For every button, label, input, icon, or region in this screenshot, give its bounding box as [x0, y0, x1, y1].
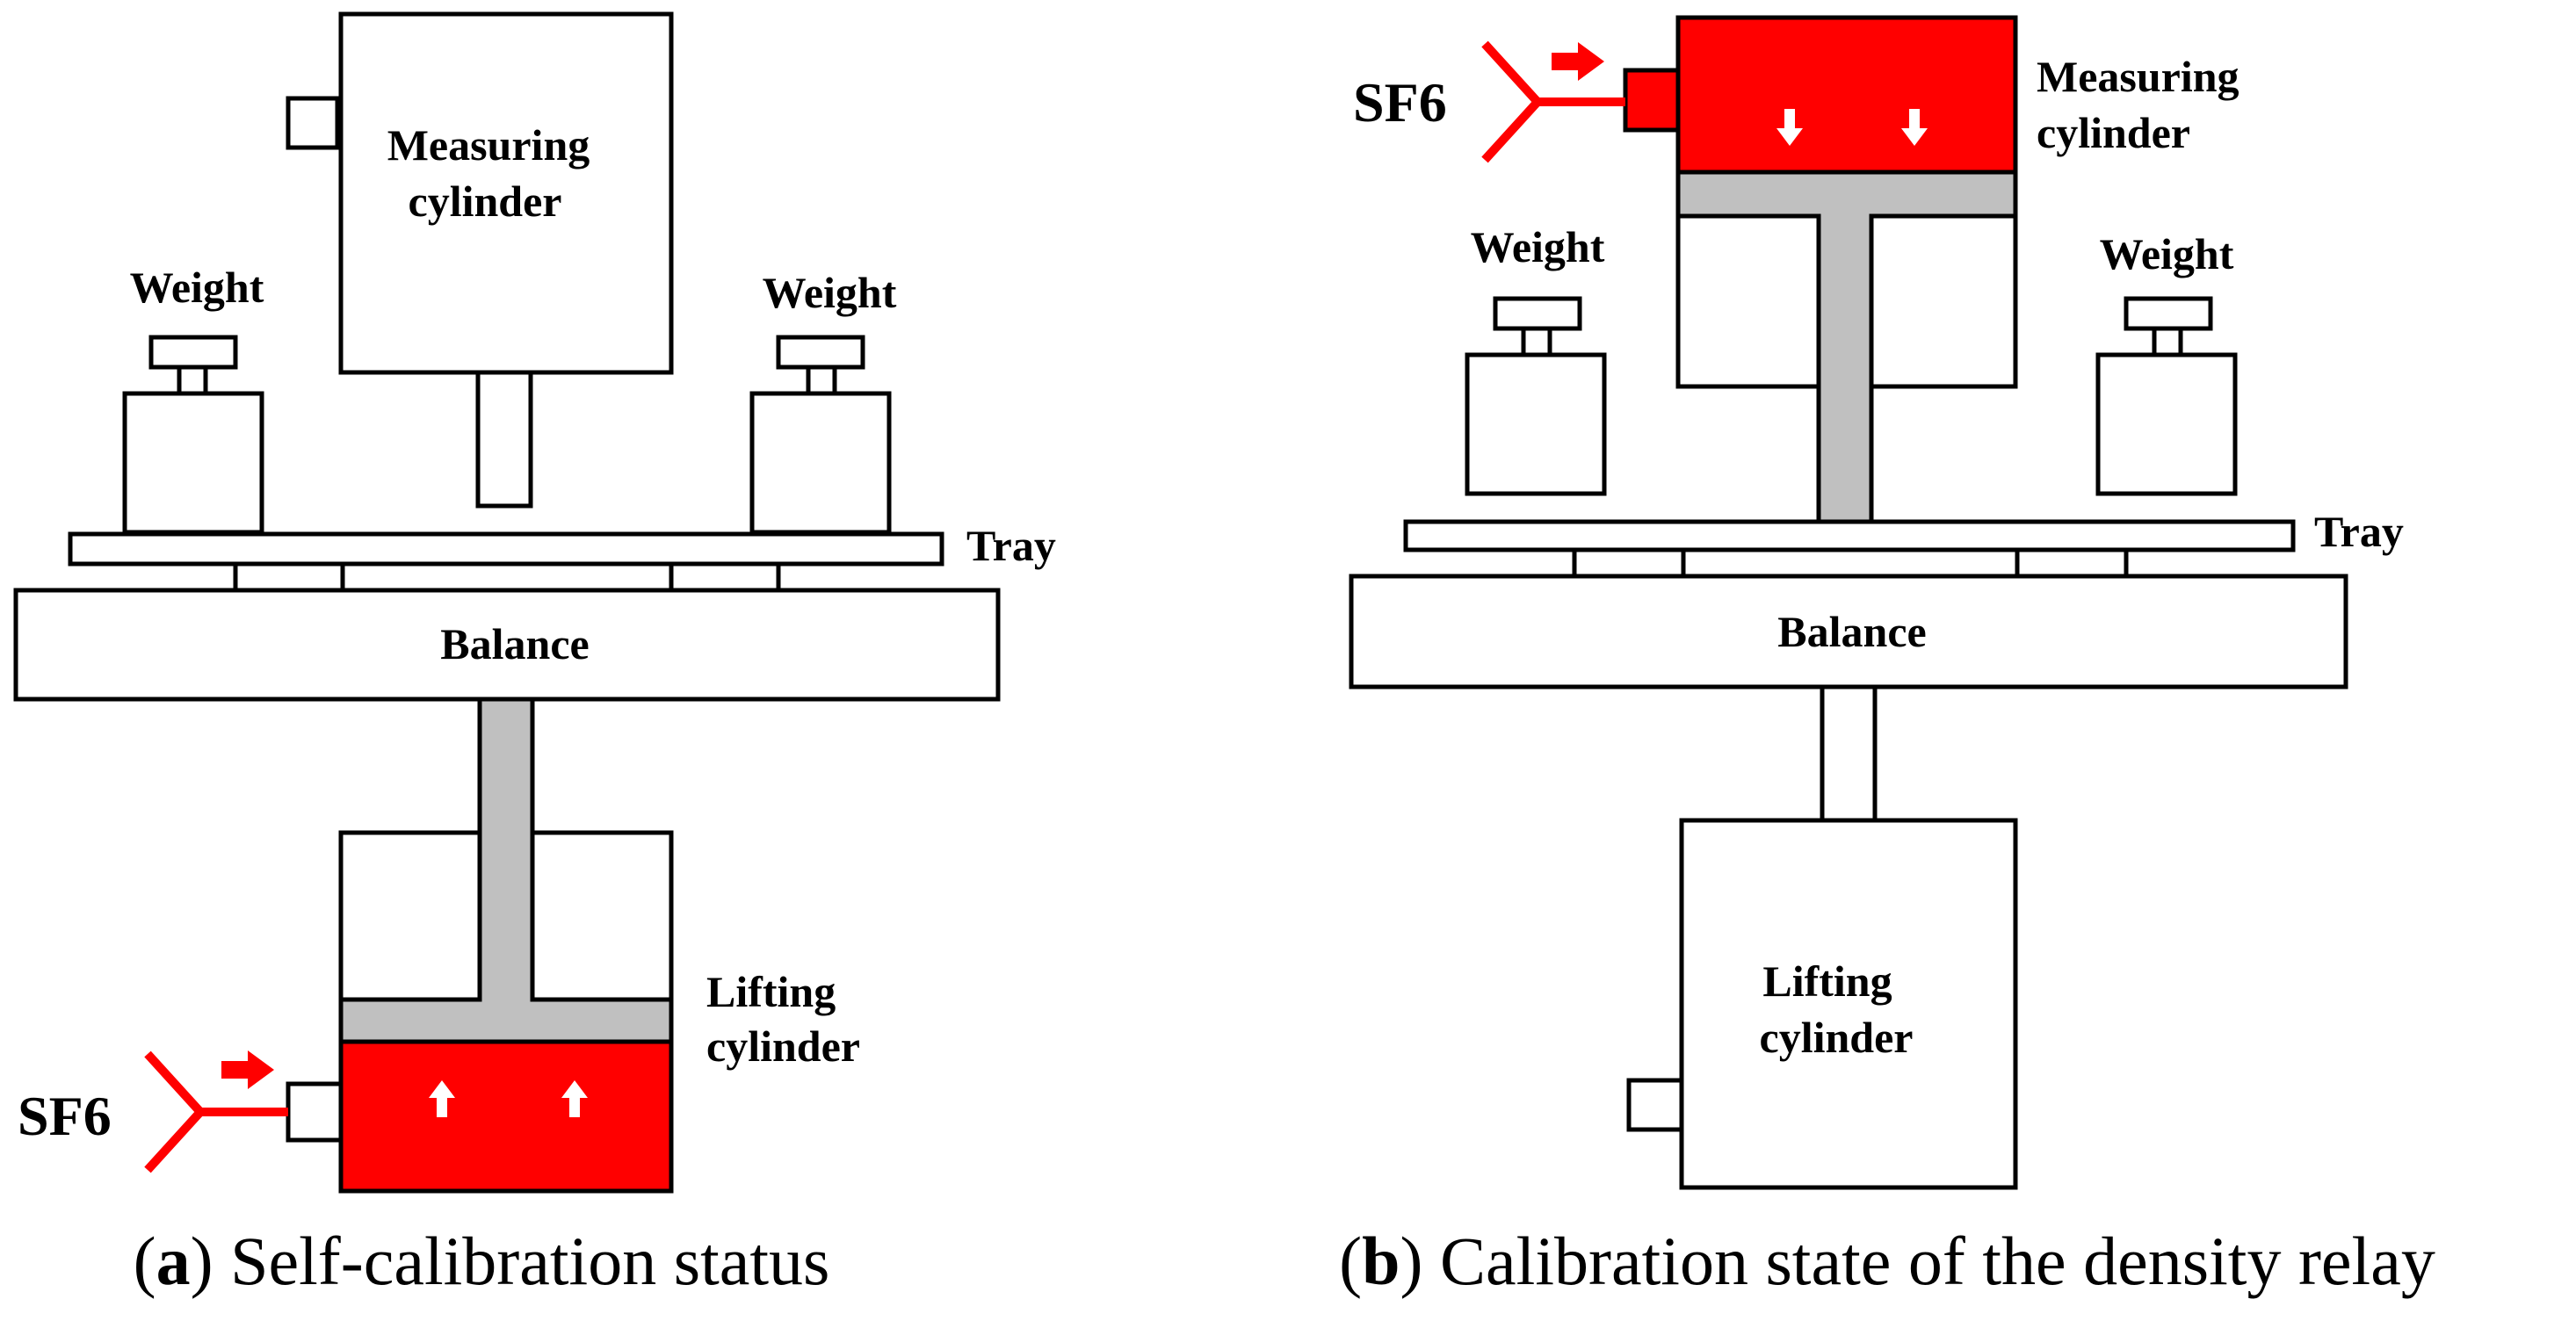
- panel-a-measuring-body: [338, 11, 674, 375]
- panel-a-measuring-label-2: cylinder: [409, 177, 562, 226]
- panel-b-measuring-port: [1623, 68, 1681, 133]
- panel-b-lifting-label-2: cylinder: [1760, 1013, 1914, 1062]
- panel-a-lifting-cylinder: Lifting cylinder: [286, 697, 860, 1194]
- panel-b-measuring-cylinder: Measuring cylinder: [1623, 15, 2240, 524]
- panel-b-weight-right-block: [2095, 352, 2238, 496]
- panel-a-caption-text: Self-calibration status: [213, 1223, 830, 1299]
- panel-b-caption-letter: b: [1362, 1223, 1400, 1299]
- panel-b-weight-left-neck: [1521, 326, 1552, 357]
- panel-a-lifting-label-1: Lifting: [706, 967, 836, 1016]
- panel-a-weight-right-label: Weight: [763, 268, 897, 317]
- panel-b-down-arrow-right: [1901, 109, 1928, 146]
- panel-a-tray: [68, 531, 944, 567]
- panel-b-tray-foot-right: [2015, 547, 2129, 579]
- panel-a-balance: [13, 588, 1001, 702]
- panel-b-sf6-label: SF6: [1353, 71, 1447, 134]
- panel-b-tray: [1403, 519, 2296, 552]
- panel-b-weight-right-label: Weight: [2100, 229, 2234, 278]
- panel-a-sf6-inlet: SF6: [18, 1050, 288, 1173]
- panel-b-lifting-body: [1679, 818, 2018, 1190]
- panel-b-lifting-cylinder: Lifting cylinder: [1626, 684, 2018, 1190]
- panel-b-flow-arrow: [1552, 42, 1604, 81]
- panel-a-balance-label: Balance: [440, 619, 589, 668]
- panel-a-weight-right: Weight: [749, 268, 897, 535]
- panel-b-measuring-label-2: cylinder: [2037, 108, 2190, 157]
- panel-b-lifting-label-1: Lifting: [1762, 956, 1892, 1006]
- panel-a-measuring-label-1: Measuring: [387, 120, 590, 170]
- panel-a-caption-letter: a: [156, 1223, 191, 1299]
- panel-a-up-arrow-left: [429, 1080, 455, 1117]
- panel-b-lifting-rod: [1820, 684, 1878, 823]
- panel-a-sf6-pipe: [144, 1050, 288, 1173]
- panel-a-tray-foot-right: [669, 561, 781, 593]
- panel-b-weight-left-label: Weight: [1471, 222, 1605, 271]
- panel-b-weight-right-knob: [2124, 296, 2213, 331]
- panel-a: Measuring cylinder Weight Weight Tray Ba…: [13, 11, 1056, 1299]
- panel-a-weight-left: Weight: [122, 263, 264, 535]
- panel-a-weight-left-label: Weight: [130, 263, 264, 312]
- panel-b-lifting-port: [1626, 1078, 1684, 1132]
- panel-b-weight-left: Weight: [1465, 222, 1607, 496]
- panel-a-tray-label: Tray: [966, 521, 1056, 570]
- panel-a-weight-right-neck: [806, 365, 837, 396]
- panel-a-tray-foot-left: [233, 561, 345, 593]
- panel-b-caption: (b) Calibration state of the density rel…: [1339, 1223, 2435, 1299]
- panel-a-weight-right-block: [749, 391, 892, 535]
- panel-a-sf6-label: SF6: [18, 1085, 112, 1147]
- panel-b-gas-chamber: [1675, 15, 2018, 175]
- panel-a-lifting-port: [286, 1081, 344, 1143]
- panel-b-down-arrow-left: [1776, 109, 1803, 146]
- panel-b-weight-right-neck: [2152, 326, 2183, 357]
- panel-b-measuring-label-1: Measuring: [2037, 52, 2240, 101]
- panel-a-measuring-port: [286, 96, 340, 150]
- panel-b: Measuring cylinder SF6 Weight Weight Tra…: [1339, 15, 2435, 1299]
- panel-a-up-arrow-right: [561, 1080, 588, 1117]
- panel-a-weight-left-knob: [148, 335, 238, 370]
- panel-b-sf6-inlet: SF6: [1353, 40, 1625, 163]
- panel-a-measuring-cylinder: Measuring cylinder: [286, 11, 674, 509]
- panel-a-caption: (a) Self-calibration status: [134, 1223, 830, 1299]
- panel-b-weight-left-knob: [1493, 296, 1582, 331]
- panel-a-gas-chamber: [338, 1039, 674, 1194]
- panel-b-sf6-pipe: [1481, 40, 1625, 163]
- panel-a-measuring-rod: [475, 370, 533, 509]
- panel-a-weight-left-block: [122, 391, 264, 535]
- panel-b-weight-right: Weight: [2095, 229, 2238, 496]
- panel-a-lifting-label-2: cylinder: [706, 1021, 860, 1071]
- panel-a-flow-arrow: [221, 1050, 274, 1089]
- panel-b-balance-label: Balance: [1777, 607, 1926, 656]
- panel-b-tray-foot-left: [1572, 547, 1686, 579]
- panel-b-tray-label: Tray: [2314, 507, 2404, 556]
- panel-a-weight-left-neck: [177, 365, 208, 396]
- panel-b-caption-text: Calibration state of the density relay: [1423, 1223, 2435, 1299]
- panel-a-weight-right-knob: [776, 335, 865, 370]
- panel-b-weight-left-block: [1465, 352, 1607, 496]
